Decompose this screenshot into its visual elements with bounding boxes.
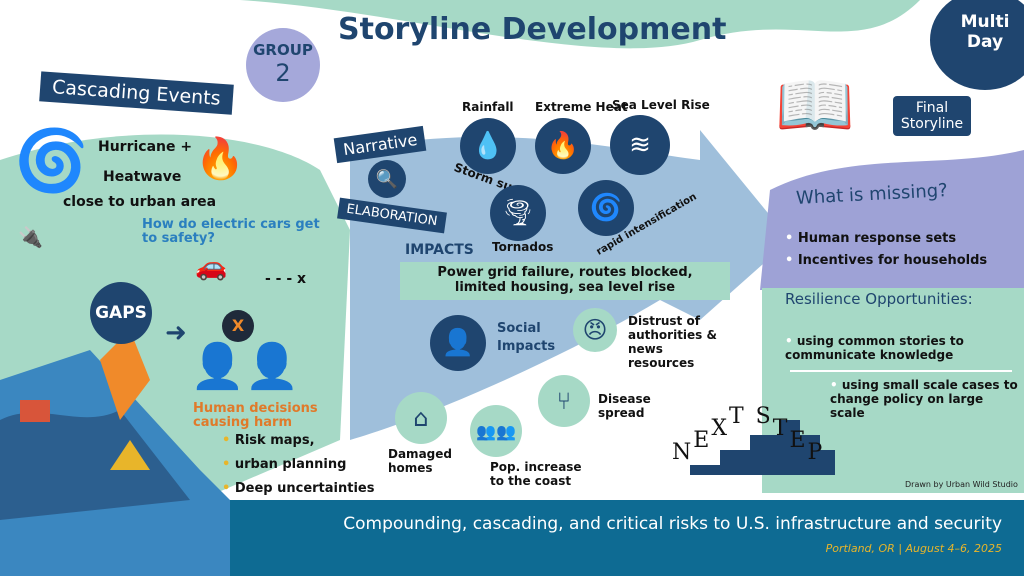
credit-text: Drawn by Urban Wild Studio [905,480,1018,489]
population-icon: 👥👥 [470,405,522,457]
heatwave-text: Heatwave [103,169,182,185]
arrow-icon: ➜ [165,318,187,348]
letter: T [728,404,746,429]
resilience-heading: Resilience Opportunities: [785,290,973,308]
plug-icon: 🔌 [18,225,43,249]
letter: N [672,440,694,465]
hazard-tornados: Tornados [492,240,554,254]
impacts-heading: IMPACTS [405,242,474,258]
tornado-circle-icon: 🌪 [490,185,546,241]
missing-item-text: Incentives for households [797,253,988,268]
gaps-badge: GAPS [90,282,152,344]
badge-line1: Multi [960,12,1010,32]
person-icon: 👤 [430,315,486,371]
letter: E [789,428,808,453]
distrust-text: Distrust of authorities & news resources [628,314,717,370]
gap-item-text: Risk maps, [234,433,315,448]
human-decisions-heading: Human decisions causing harm [193,401,318,430]
ev-question: How do electric cars get to safety? [142,217,320,246]
book-icon: 📖 [775,69,855,143]
waves-icon: ≋ [610,115,670,175]
gap-item: • urban planning [222,457,347,472]
damaged-homes-text: Damaged homes [388,447,452,475]
population-text: Pop. increase to the coast [490,460,582,488]
dead-end-mark: - - - x [265,271,307,287]
raindrop-icon: 💧 [460,118,516,174]
group-badge: GROUP 2 [246,28,320,102]
gap-item: • Deep uncertainties [222,481,375,496]
missing-item: • Incentives for households [785,253,988,268]
letter: X [711,416,729,441]
letter: P [807,440,825,465]
page-title: Storyline Development [338,12,727,47]
group-number: 2 [275,59,291,87]
footer-subtitle: Portland, OR | August 4–6, 2025 [825,542,1002,555]
final-storyline-label: Final Storyline [893,96,971,136]
lavender-area [760,150,1024,290]
urban-area-text: close to urban area [63,194,217,210]
letter: S [755,404,773,429]
fire-icon: 🔥 [195,136,245,182]
missing-item: • Human response sets [785,231,957,246]
network-icon: ⑂ [538,375,590,427]
resilience-item: • using common stories to communicate kn… [785,334,964,362]
people-talking-icon: 👤👤 [190,341,300,392]
stairs-icon [690,420,835,475]
letter: T [772,416,790,441]
letter: E [693,428,712,453]
hazard-sea-level-rise: Sea Level Rise [612,98,710,112]
hurricane-text: Hurricane + [98,139,193,155]
disease-spread-text: Disease spread [598,392,651,420]
x-icon: X [222,310,254,342]
gap-item-text: urban planning [234,457,347,472]
resilience-item-text: using common stories to communicate know… [785,334,964,362]
badge-line2: Day [966,32,1004,52]
distrust-face-icon: 😠 [573,308,617,352]
hazard-rainfall: Rainfall [462,100,514,114]
resilience-item-text: using small scale cases to change policy… [830,378,1018,420]
cyclone-icon: 🌀 [578,180,634,236]
magnifier-icon: 🔍 [368,160,406,198]
footer-title: Compounding, cascading, and critical ris… [343,514,1002,534]
gap-item-text: Deep uncertainties [234,481,375,496]
missing-item-text: Human response sets [797,231,957,246]
tornado-icon: 🌀 [14,126,89,196]
car-icon: 🚗 [195,252,228,282]
resilience-item: • using small scale cases to change poli… [830,378,1018,420]
group-label: GROUP [253,41,313,59]
impacts-text: Power grid failure, routes blocked, limi… [400,262,730,300]
divider [790,370,1012,372]
house-icon: ⌂ [395,392,447,444]
hazard-extreme-heat: Extreme Heat [535,100,628,114]
social-impacts-label: Social Impacts [497,321,556,354]
top-wave [240,0,920,49]
flame-icon: 🔥 [535,118,591,174]
footer: Compounding, cascading, and critical ris… [230,500,1024,576]
gap-item: • Risk maps, [222,433,315,448]
